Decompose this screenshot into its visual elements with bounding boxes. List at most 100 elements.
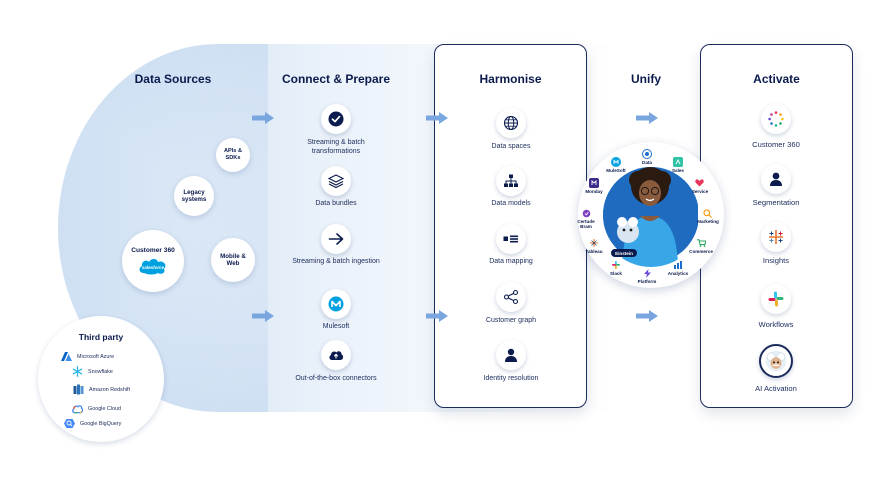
ring-label-service: Service	[691, 189, 709, 194]
third-party-google-cloud-label: Google Cloud	[88, 405, 121, 412]
ring-label-slack: Slack	[609, 271, 622, 276]
activate-item-ai-label: AI Activation	[755, 384, 797, 393]
activate-item-insights-label: Insights	[762, 256, 790, 265]
ring-label-marketing: Marketing	[697, 219, 719, 224]
column-title-connect-prepare: Connect & Prepare	[281, 72, 391, 86]
slack-ring-icon	[611, 260, 621, 270]
connect-item-bundles-label: Data bundles	[315, 200, 357, 207]
third-party-circle	[38, 316, 164, 442]
snowflake-icon	[72, 366, 83, 377]
redshift-icon	[73, 384, 84, 395]
harmonise-item-mapping-label: Data mapping	[489, 258, 533, 265]
activate-item-segmentation-icon-wrap	[761, 164, 791, 194]
source-customer-360: Customer 360 salesforce	[122, 230, 184, 292]
mulesoft-icon	[328, 296, 344, 312]
harmonise-item-models-label: Data models	[491, 200, 531, 207]
third-party-azure-label: Microsoft Azure	[77, 353, 115, 360]
arrow-unify-to-activate	[636, 310, 658, 322]
cloud-upload-icon	[329, 351, 344, 360]
certude-ring-icon	[581, 208, 591, 218]
ring-label-certude: Certude Bram	[577, 219, 595, 229]
tableau-icon	[769, 230, 783, 244]
dots-ring-icon	[768, 111, 784, 127]
source-customer-360-label: Customer 360	[131, 246, 175, 254]
column-title-harmonise: Harmonise	[479, 72, 542, 86]
arrow-connect-to-harmonise-bottom	[426, 310, 448, 322]
third-party-redshift: Amazon Redshift	[73, 384, 130, 395]
branch-arrow-icon	[328, 233, 344, 245]
ring-label-mulesoft: MuleSoft	[606, 168, 626, 173]
harmonise-item-spaces-label: Data spaces	[491, 143, 531, 150]
activate-item-customer360-icon-wrap	[761, 104, 791, 134]
ring-label-data: Data	[642, 160, 652, 165]
connect-item-connectors-label: Out-of-the-box connectors	[295, 375, 377, 382]
slack-icon	[768, 291, 784, 307]
azure-icon	[61, 351, 72, 362]
globe-icon	[503, 115, 519, 131]
harmonise-item-spaces-icon-wrap	[496, 108, 526, 138]
ring-label-tableau: Tableau	[585, 249, 603, 254]
analytics-ring-icon	[673, 260, 683, 270]
data-ring-icon	[642, 149, 652, 159]
source-mobile-web: Mobile & Web	[211, 238, 255, 282]
tableau-ring-icon	[589, 238, 599, 248]
ring-label-commerce: Commerce	[689, 249, 713, 254]
third-party-bigquery-label: Google BigQuery	[80, 420, 122, 427]
third-party-azure: Microsoft Azure	[61, 351, 114, 362]
connect-item-connectors-icon-wrap	[321, 340, 351, 370]
third-party-snowflake-label: Snowflake	[88, 368, 113, 375]
connect-item-transformations-label: Streaming & batch transformations	[307, 139, 365, 156]
column-title-data-sources: Data Sources	[134, 72, 212, 86]
einstein-badge: Einstein	[611, 249, 637, 257]
source-legacy-systems-label: Legacy systems	[181, 188, 207, 203]
connect-item-mulesoft-label: Mulesoft	[322, 323, 350, 330]
check-circle-icon	[328, 111, 344, 127]
harmonise-item-graph-icon-wrap	[496, 282, 526, 312]
connect-item-ingestion-label: Streaming & batch ingestion	[292, 258, 380, 265]
hierarchy-icon	[504, 174, 518, 187]
person-icon	[770, 172, 782, 186]
harmonise-item-graph-label: Customer graph	[485, 317, 537, 324]
source-mobile-web-label: Mobile & Web	[220, 252, 246, 267]
share-icon	[503, 289, 519, 305]
layers-icon	[328, 174, 344, 189]
monday-ring-icon	[589, 178, 599, 188]
einstein-badge-label: Einstein	[615, 250, 633, 256]
arrow-connect-to-harmonise-top	[426, 112, 448, 124]
salesforce-cloud-icon: salesforce	[139, 259, 166, 275]
einstein-icon	[765, 350, 787, 372]
connect-item-ingestion-icon-wrap	[321, 224, 351, 254]
connect-item-mulesoft-icon-wrap	[321, 289, 351, 319]
arrow-harmonise-to-unify	[636, 112, 658, 124]
column-title-activate: Activate	[753, 72, 800, 86]
third-party-google-cloud: Google Cloud	[72, 403, 121, 414]
sales-ring-icon	[673, 157, 683, 167]
activate-item-insights-icon-wrap	[761, 222, 791, 252]
bigquery-icon	[64, 418, 75, 429]
activate-item-workflows-icon-wrap	[761, 284, 791, 314]
commerce-ring-icon	[696, 238, 706, 248]
source-apis-sdks-label: APIs & SDKs	[223, 148, 243, 161]
third-party-redshift-label: Amazon Redshift	[89, 386, 131, 393]
service-ring-icon	[694, 178, 704, 188]
harmonise-item-models-icon-wrap	[496, 166, 526, 196]
arrow-sources-to-connect-bottom	[252, 310, 274, 322]
harmonise-item-mapping-icon-wrap	[496, 224, 526, 254]
third-party-bigquery: Google BigQuery	[64, 418, 121, 429]
mapping-icon	[503, 235, 518, 243]
avatar-illustration	[603, 167, 698, 267]
activate-item-segmentation-label: Segmentation	[752, 198, 800, 207]
marketing-ring-icon	[702, 208, 712, 218]
activate-item-ai-icon-wrap	[759, 344, 793, 378]
connect-item-transformations-icon-wrap	[321, 104, 351, 134]
source-apis-sdks: APIs & SDKs	[216, 138, 250, 172]
ring-label-platform: Platform	[637, 279, 657, 284]
third-party-title: Third party	[78, 332, 124, 342]
google-cloud-icon	[72, 403, 83, 414]
activate-item-customer360-label: Customer 360	[752, 140, 800, 149]
platform-ring-icon	[642, 268, 652, 278]
arrow-sources-to-connect-top	[252, 112, 274, 124]
activate-item-workflows-label: Workflows	[758, 320, 794, 329]
column-title-unify: Unify	[631, 72, 661, 86]
